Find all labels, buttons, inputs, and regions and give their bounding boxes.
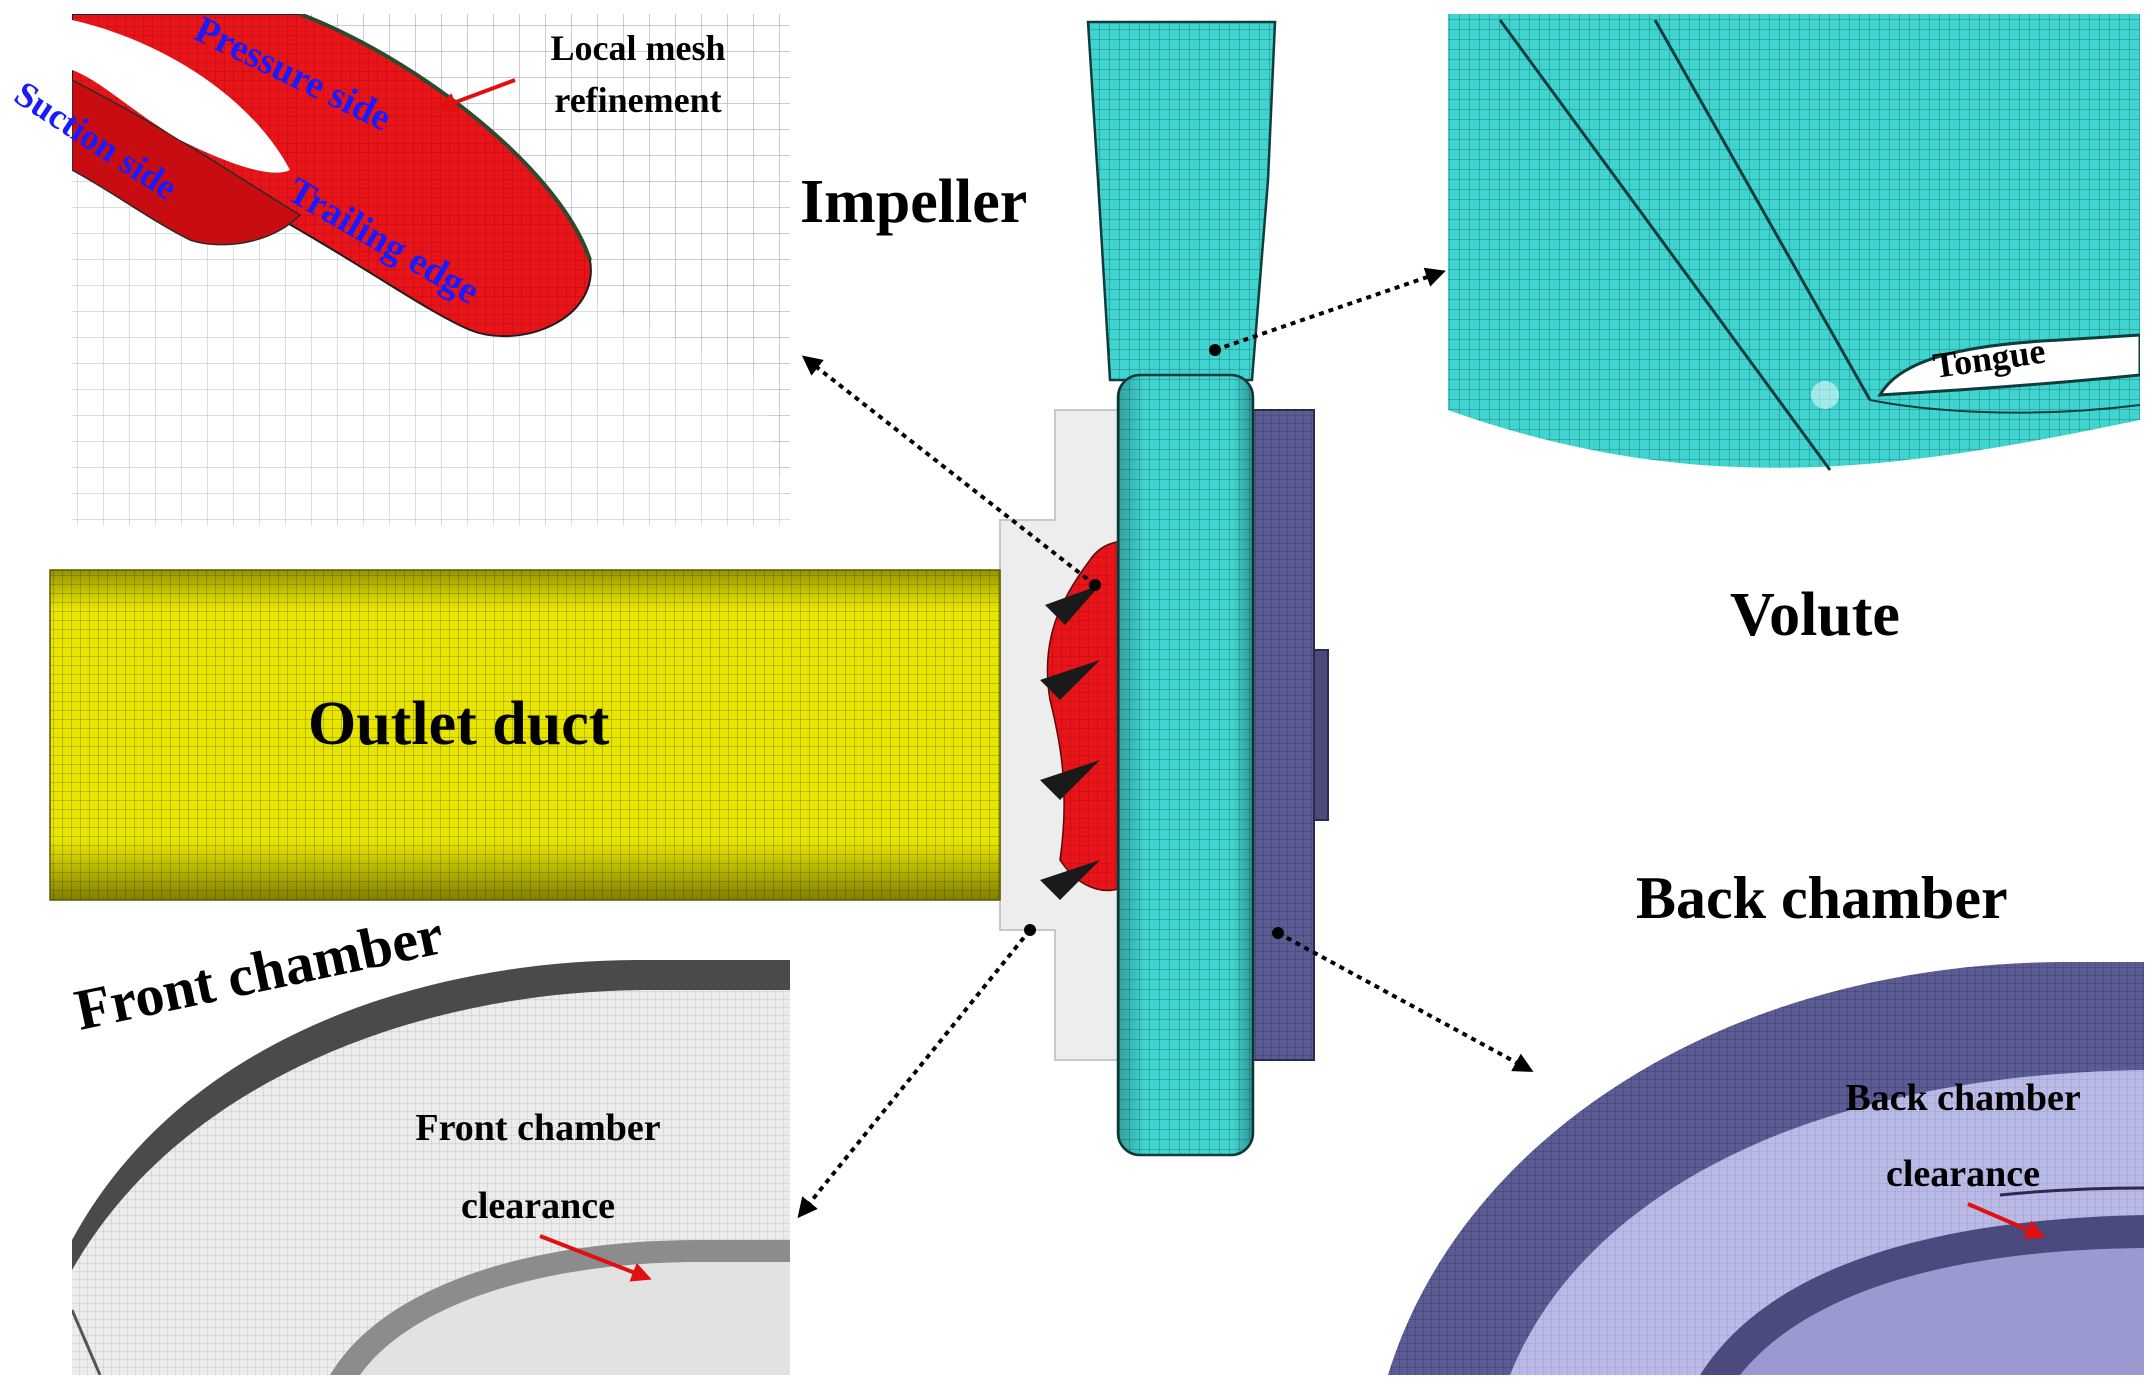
- front-clearance-label-line2: clearance: [461, 1185, 615, 1227]
- volute-label: Volute: [1730, 581, 1900, 649]
- front-chamber-inset: [72, 950, 792, 1375]
- blade-suction-side: [72, 79, 302, 246]
- local-mesh-label-line1: Local mesh: [551, 28, 726, 68]
- front-clearance-label-line1: Front chamber: [415, 1107, 660, 1149]
- back-chamber-label: Back chamber: [1636, 865, 2008, 931]
- back-clearance-label-line2: clearance: [1886, 1153, 2040, 1195]
- back-chamber-connector-dot: [1272, 927, 1284, 939]
- tongue-gap: [1877, 333, 2140, 397]
- back-clearance-label-line1: Back chamber: [1845, 1077, 2081, 1119]
- red-pointer-arrows: [436, 78, 2046, 1282]
- volute-outlet-pipe: [1086, 20, 1277, 382]
- impeller-connector-dot: [1089, 579, 1101, 591]
- back-chamber-inset: [1388, 960, 2144, 1375]
- local-mesh-label-line2: refinement: [554, 80, 721, 120]
- impeller-label: Impeller: [800, 168, 1027, 236]
- volute-connector-dot: [1209, 344, 1221, 356]
- trailing-edge-mesh-inset: [72, 14, 790, 526]
- front-chamber-connector-dot: [1024, 924, 1036, 936]
- impeller-part: [1040, 539, 1136, 900]
- tongue-mesh: [1448, 14, 2140, 526]
- back-clearance-pointer-arrow: [1967, 1202, 2046, 1239]
- outlet-duct-label: Outlet duct: [308, 690, 610, 758]
- connector-arrows: [797, 267, 1534, 1219]
- volute-connector-arrow: [1214, 267, 1446, 352]
- front-clearance-pointer-arrow: [539, 1234, 652, 1282]
- pump-assembly: [49, 20, 1329, 1157]
- blade-gap: [72, 20, 290, 173]
- local-mesh-pointer-arrow: [436, 78, 516, 112]
- back-chamber-connector-arrow: [1277, 931, 1534, 1072]
- front-chamber-connector-arrow: [797, 928, 1032, 1219]
- volute-tongue-inset: [1448, 14, 2140, 526]
- impeller-connector-arrow: [801, 355, 1097, 587]
